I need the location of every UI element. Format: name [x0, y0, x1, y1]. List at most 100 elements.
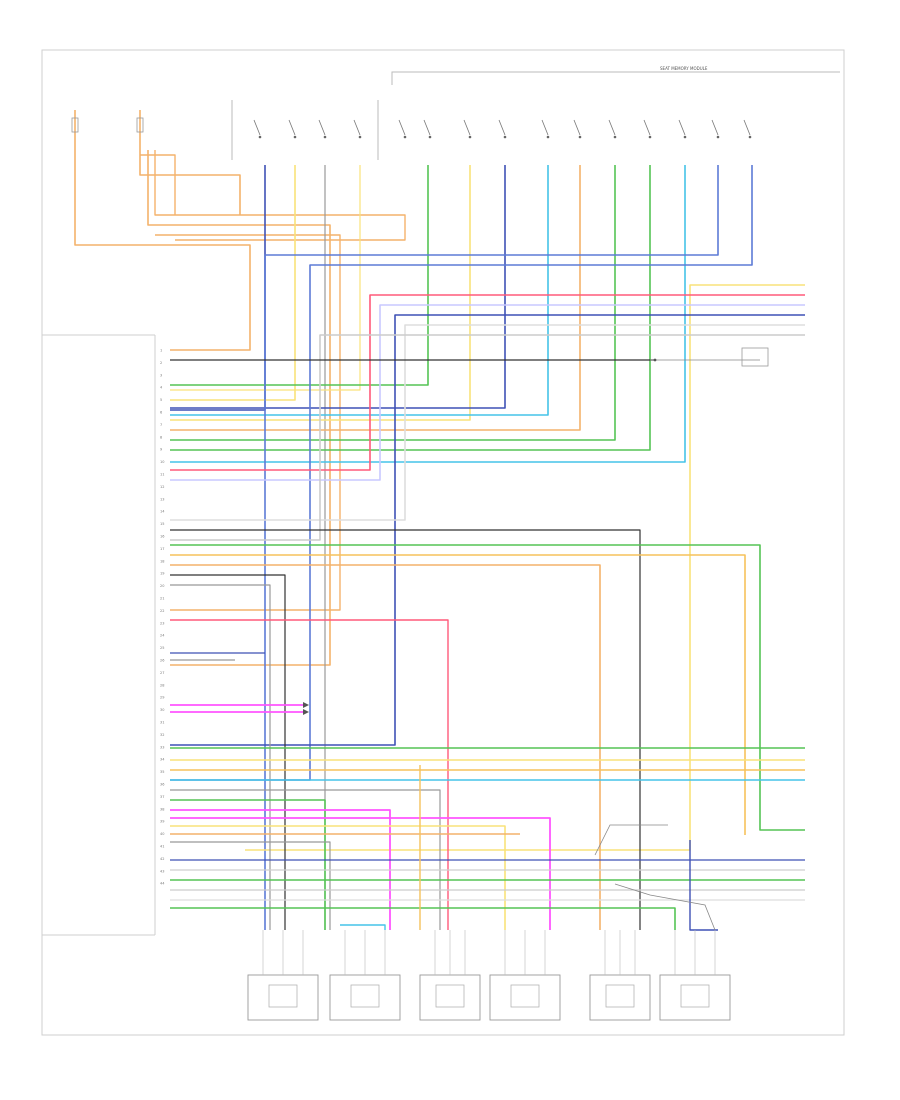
component-symbol-icon [268, 984, 298, 1008]
module-pin-number: 1 [160, 349, 162, 353]
wire-gray-low-1 [170, 789, 441, 930]
bottom-component-box [589, 974, 651, 1021]
switch-terminal [648, 135, 652, 139]
wire-right-bus-5 [170, 324, 805, 521]
connector-arrow-icon [303, 709, 309, 715]
module-pin-number: 40 [160, 832, 164, 836]
fuse-icon [71, 117, 79, 133]
wire-blue-4 [170, 165, 753, 781]
switch-contact-icon [711, 119, 719, 136]
component-layer [247, 930, 731, 1021]
switch-contact-icon [353, 119, 361, 136]
module-pin-number: 22 [160, 609, 164, 613]
module-pin-number: 36 [160, 783, 164, 787]
switch-contact-icon [498, 119, 506, 136]
switch-contact-icon [398, 119, 406, 136]
wire-gray-2 [170, 584, 271, 930]
wire-green-long [170, 544, 805, 831]
wire-yellow-2 [170, 165, 361, 391]
wire-battery-feed [74, 110, 251, 351]
wire-black-1 [170, 529, 641, 930]
switch-terminal [748, 135, 752, 139]
module-pin-number: 11 [160, 473, 164, 477]
wire-fuse-feed-d [155, 234, 341, 611]
module-pin-number: 43 [160, 869, 164, 873]
switch-layer [71, 117, 752, 139]
switch-contact-icon [463, 119, 471, 136]
wire-gray-low-2 [170, 841, 331, 930]
switch-contact-icon [573, 119, 581, 136]
wire-yellow-1 [170, 165, 296, 401]
switch-terminal [683, 135, 687, 139]
module-pin-number: 7 [160, 423, 162, 427]
ground-block [741, 347, 769, 367]
switch-terminal [613, 135, 617, 139]
module-pin-number: 41 [160, 845, 164, 849]
wire-right-bus-6 [170, 334, 805, 541]
module-pin-number: 23 [160, 621, 164, 625]
component-symbol-icon [435, 984, 465, 1008]
module-pin-number: 15 [160, 522, 164, 526]
switch-terminal [503, 135, 507, 139]
switch-terminal [258, 135, 262, 139]
component-symbol-icon [350, 984, 380, 1008]
module-pin-number: 29 [160, 696, 164, 700]
module-pin-number: 32 [160, 733, 164, 737]
switch-contact-icon [678, 119, 686, 136]
module-pin-number: 33 [160, 745, 164, 749]
module-pin-number: 37 [160, 795, 164, 799]
switch-terminal [716, 135, 720, 139]
switch-terminal [403, 135, 407, 139]
switch-terminal [578, 135, 582, 139]
module-pin-number: 4 [160, 386, 163, 390]
module-pin-number: 6 [160, 411, 162, 415]
module-pin-number: 2 [160, 361, 162, 365]
switch-contact-icon [423, 119, 431, 136]
callout-line-2 [614, 883, 716, 931]
pin-layer: 1234567891011121314151617181920212223242… [160, 349, 165, 886]
module-pin-number: 25 [160, 646, 164, 650]
bottom-component-box [419, 974, 481, 1021]
wire-green-2 [170, 165, 616, 441]
header-label: SEAT MEMORY MODULE [660, 66, 708, 71]
wire-yellow-3 [170, 165, 471, 421]
module-pin-number: 35 [160, 770, 164, 774]
switch-terminal [428, 135, 432, 139]
wire-pink-low-2 [170, 817, 551, 930]
wire-right-bus-2 [170, 294, 805, 471]
switch-contact-icon [608, 119, 616, 136]
wire-orange-t [170, 165, 581, 431]
wire-blue-low-2 [689, 840, 718, 931]
module-pin-number: 14 [160, 510, 165, 514]
module-pin-number: 38 [160, 807, 164, 811]
switch-terminal [293, 135, 297, 139]
module-pin-number: 12 [160, 485, 164, 489]
switch-terminal [468, 135, 472, 139]
component-symbol-icon [605, 984, 635, 1008]
wire-fuse-jumper [140, 154, 176, 215]
header-bracket [391, 71, 840, 85]
wire-black-2 [170, 574, 286, 930]
module-frame [41, 334, 155, 936]
bottom-component-box [329, 974, 401, 1021]
switch-contact-icon [288, 119, 296, 136]
module-pin-number: 42 [160, 857, 164, 861]
wire-green-1 [170, 165, 429, 386]
diagram-frame [41, 49, 845, 1036]
wire-layer [74, 110, 805, 931]
module-pin-number: 8 [160, 435, 162, 439]
module-pin-number: 34 [160, 758, 165, 762]
wire-right-bus-3 [170, 304, 805, 481]
module-pin-number: 30 [160, 708, 164, 712]
module-pin-number: 19 [160, 572, 164, 576]
splice-dot [653, 358, 657, 362]
module-pin-number: 26 [160, 659, 164, 663]
module-pin-number: 28 [160, 683, 164, 687]
switch-contact-icon [253, 119, 261, 136]
wire-fuse-feed-a [139, 110, 241, 215]
switch-contact-icon [743, 119, 751, 136]
module-pin-number: 18 [160, 559, 164, 563]
wire-fuse-feed-c [154, 150, 406, 241]
switch-block-bracket [231, 100, 379, 160]
